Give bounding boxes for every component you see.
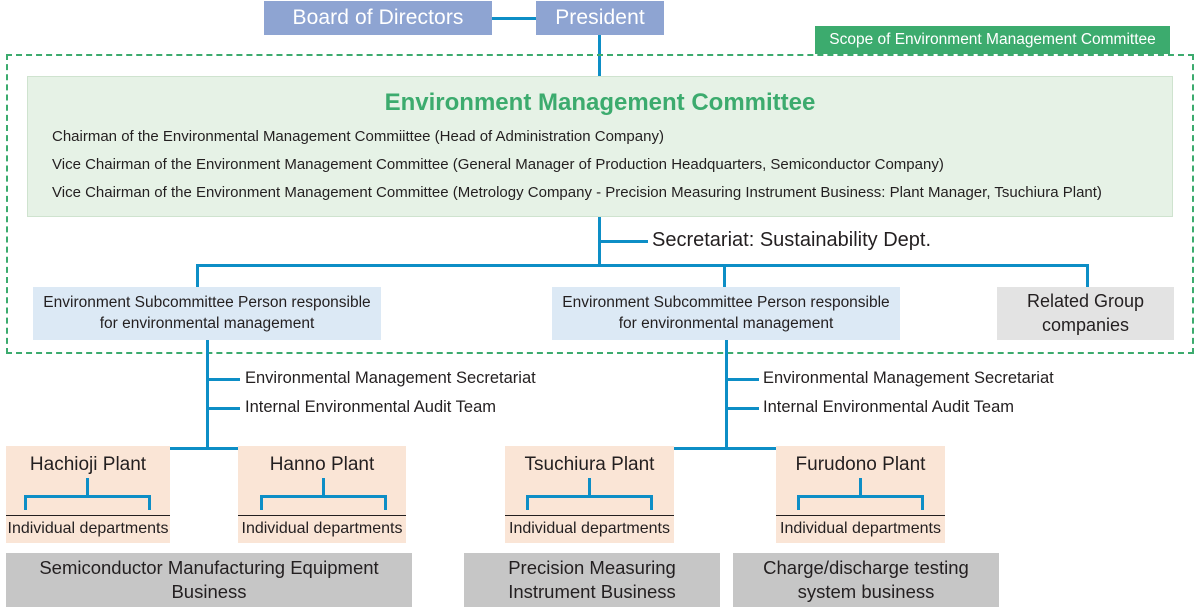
environment-subcommittee-label-1: Environment Subcommittee Person responsi…: [43, 293, 371, 332]
connector-right-branch-audit: [725, 407, 759, 410]
environment-subcommittee-label-2: Environment Subcommittee Person responsi…: [562, 293, 890, 332]
connector-tsuchiura-stem: [588, 478, 591, 498]
business-label-semiconductor: Semiconductor Manufacturing Equipment Bu…: [39, 556, 379, 602]
scope-dashed-boundary: [6, 54, 1194, 354]
board-of-directors-box: Board of Directors: [264, 1, 492, 35]
plant-name-hachioji: Hachioji Plant: [29, 454, 147, 475]
connector-hanno-bus: [260, 495, 387, 498]
plant-departments-hachioji: Individual departments: [6, 515, 170, 543]
connector-tsuchiura-bus: [526, 495, 653, 498]
committee-member-2: Vice Chairman of the Environment Managem…: [52, 156, 944, 173]
secretariat-label: Secretariat: Sustainability Dept.: [652, 229, 932, 251]
right-branch-label-audit: Internal Environmental Audit Team: [763, 398, 1015, 416]
plant-box-tsuchiura: Tsuchiura Plant Individual departments: [505, 446, 674, 543]
environment-subcommittee-box-2: Environment Subcommittee Person responsi…: [552, 287, 900, 340]
plant-name-tsuchiura: Tsuchiura Plant: [524, 454, 655, 475]
connector-hachioji-stem: [86, 478, 89, 498]
connector-tsuchiura-left-drop: [526, 495, 529, 510]
president-box: President: [536, 1, 664, 35]
connector-furudono-left-drop: [797, 495, 800, 510]
business-box-charge-discharge: Charge/discharge testing system business: [733, 553, 999, 607]
left-branch-label-audit: Internal Environmental Audit Team: [245, 398, 497, 416]
connector-left-branch-sec: [206, 378, 240, 381]
connector-subcommittee-bus: [196, 264, 1089, 267]
scope-label: Scope of Environment Management Committe…: [815, 26, 1170, 54]
business-box-semiconductor: Semiconductor Manufacturing Equipment Bu…: [6, 553, 412, 607]
plant-departments-tsuchiura: Individual departments: [505, 515, 674, 543]
connector-right-branch-sec: [725, 378, 759, 381]
connector-furudono-bus: [797, 495, 924, 498]
scope-label-text: Scope of Environment Management Committe…: [829, 31, 1156, 48]
connector-right-branch-stem: [725, 340, 728, 450]
plant-departments-hanno: Individual departments: [238, 515, 406, 543]
connector-right-plants-bus: [588, 447, 862, 450]
plant-name-hanno: Hanno Plant: [269, 454, 375, 475]
connector-president-down: [598, 35, 601, 80]
connector-subcommittee-drop-left: [196, 264, 199, 287]
committee-title: Environment Management Committee: [384, 89, 816, 116]
committee-member-1: Chairman of the Environmental Management…: [52, 128, 664, 145]
connector-hanno-right-drop: [384, 495, 387, 510]
connector-hanno-left-drop: [260, 495, 263, 510]
environment-management-committee-box: Environment Management Committee Chairma…: [27, 76, 1173, 217]
connector-left-plants-bus: [86, 447, 325, 450]
related-group-companies-box: Related Group companies: [997, 287, 1174, 340]
connector-furudono-right-drop: [921, 495, 924, 510]
connector-tsuchiura-right-drop: [650, 495, 653, 510]
connector-left-branch-stem: [206, 340, 209, 450]
business-box-precision: Precision Measuring Instrument Business: [464, 553, 720, 607]
left-branch-label-secretariat: Environmental Management Secretariat: [245, 369, 536, 387]
plant-name-furudono: Furudono Plant: [795, 454, 926, 475]
board-of-directors-label: Board of Directors: [292, 6, 464, 29]
connector-furudono-stem: [859, 478, 862, 498]
connector-hanno-stem: [322, 478, 325, 498]
connector-left-branch-audit: [206, 407, 240, 410]
connector-hachioji-left-drop: [24, 495, 27, 510]
business-label-precision: Precision Measuring Instrument Business: [508, 556, 676, 602]
related-group-companies-label: Related Group companies: [1026, 291, 1145, 335]
plant-departments-furudono: Individual departments: [776, 515, 945, 543]
connector-hachioji-right-drop: [148, 495, 151, 510]
connector-board-president: [492, 17, 536, 20]
president-label: President: [555, 6, 645, 29]
environment-subcommittee-box-1: Environment Subcommittee Person responsi…: [33, 287, 381, 340]
right-branch-label-secretariat: Environmental Management Secretariat: [763, 369, 1054, 387]
connector-subcommittee-drop-mid: [723, 264, 726, 287]
committee-member-3: Vice Chairman of the Environment Managem…: [52, 184, 1102, 201]
connector-secretariat-horizontal: [598, 240, 648, 243]
business-label-charge-discharge: Charge/discharge testing system business: [763, 556, 969, 602]
connector-hachioji-bus: [24, 495, 151, 498]
connector-subcommittee-drop-right: [1086, 264, 1089, 287]
